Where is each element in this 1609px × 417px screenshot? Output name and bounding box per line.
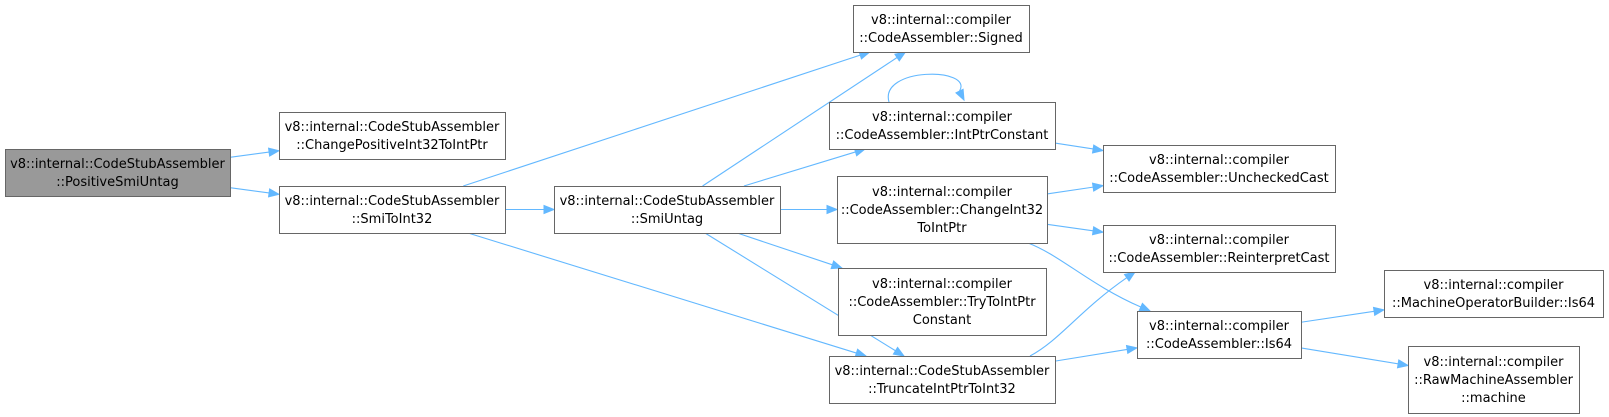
node-codeassembler-changeint32tointptr-label-line: ::CodeAssembler::ChangeInt32 bbox=[841, 203, 1043, 218]
edge-n2-to-n3 bbox=[463, 54, 861, 187]
edges-layer bbox=[229, 50, 1410, 369]
node-changepositiveint32tointptr-label-line: ::ChangePositiveInt32ToIntPtr bbox=[296, 138, 488, 153]
edge-n0-to-n2 bbox=[229, 187, 270, 194]
node-codeassembler-changeint32tointptr-label-line: ToIntPtr bbox=[916, 221, 967, 236]
edge-n5-to-n11 bbox=[1054, 348, 1128, 362]
node-rawmachineassembler-machine-label-line: v8::internal::compiler bbox=[1424, 355, 1565, 370]
node-changepositiveint32tointptr[interactable]: v8::internal::CodeStubAssembler::ChangeP… bbox=[279, 112, 506, 160]
node-rawmachineassembler-machine-box bbox=[1408, 346, 1580, 414]
node-codeassembler-is64-label-line: ::CodeAssembler::Is64 bbox=[1146, 337, 1292, 352]
edge-n11-to-n13-arrowhead bbox=[1396, 359, 1410, 369]
edge-n0-to-n2-arrowhead bbox=[267, 188, 281, 198]
node-smiuntag-label-line: v8::internal::CodeStubAssembler bbox=[560, 194, 775, 209]
node-smiuntag-box bbox=[554, 186, 781, 234]
edge-n6-to-n9-arrowhead bbox=[1091, 144, 1105, 154]
node-codeassembler-trytointptrconstant-box bbox=[838, 268, 1047, 336]
node-truncateintptrtoint32[interactable]: v8::internal::CodeStubAssembler::Truncat… bbox=[829, 356, 1056, 404]
node-codeassembler-uncheckedcast-label-line: ::CodeAssembler::UncheckedCast bbox=[1109, 171, 1328, 186]
node-codeassembler-changeint32tointptr[interactable]: v8::internal::compiler::CodeAssembler::C… bbox=[837, 176, 1048, 244]
edge-n6-to-n6 bbox=[887, 73, 962, 103]
edge-n6-to-n9 bbox=[1054, 142, 1094, 150]
edge-n4-to-n6 bbox=[743, 151, 856, 187]
node-codeassembler-signed-box bbox=[853, 5, 1030, 53]
edge-n0-to-n1-arrowhead bbox=[267, 147, 281, 157]
node-smitoint32-box bbox=[279, 186, 506, 234]
node-codeassembler-signed-label-line: v8::internal::compiler bbox=[871, 13, 1012, 28]
node-machineoperatorbuilder-is64-box bbox=[1384, 270, 1604, 318]
node-rawmachineassembler-machine-label-line: ::machine bbox=[1461, 391, 1526, 406]
node-positivesmiuntag[interactable]: v8::internal::CodeStubAssembler::Positiv… bbox=[5, 149, 231, 197]
node-codeassembler-reinterpretcast-label-line: v8::internal::compiler bbox=[1149, 233, 1290, 248]
node-codeassembler-intptrconstant[interactable]: v8::internal::compiler::CodeAssembler::I… bbox=[829, 102, 1056, 150]
node-positivesmiuntag-label-line: v8::internal::CodeStubAssembler bbox=[10, 157, 225, 172]
edge-n7-to-n9 bbox=[1046, 186, 1094, 195]
edge-n6-to-n6-arrowhead bbox=[955, 88, 965, 102]
node-codeassembler-is64-label-line: v8::internal::compiler bbox=[1149, 319, 1290, 334]
node-codeassembler-intptrconstant-label-line: ::CodeAssembler::IntPtrConstant bbox=[836, 128, 1049, 143]
edge-n7-to-n11-arrowhead bbox=[1138, 302, 1152, 312]
edge-n5-to-n10 bbox=[1029, 277, 1128, 357]
node-codeassembler-is64[interactable]: v8::internal::compiler::CodeAssembler::I… bbox=[1137, 311, 1302, 359]
node-codeassembler-signed[interactable]: v8::internal::compiler::CodeAssembler::S… bbox=[853, 5, 1030, 53]
node-codeassembler-signed-label-line: ::CodeAssembler::Signed bbox=[859, 31, 1022, 46]
edge-n11-to-n12-arrowhead bbox=[1372, 306, 1386, 317]
edge-n11-to-n12 bbox=[1300, 310, 1375, 323]
edge-n4-to-n3-arrowhead bbox=[894, 51, 907, 62]
node-rawmachineassembler-machine-label-line: ::RawMachineAssembler bbox=[1414, 373, 1573, 388]
node-codeassembler-uncheckedcast[interactable]: v8::internal::compiler::CodeAssembler::U… bbox=[1103, 145, 1336, 193]
edge-n2-to-n5 bbox=[467, 232, 857, 354]
node-smitoint32-label-line: ::SmiToInt32 bbox=[352, 212, 433, 227]
node-codeassembler-reinterpretcast-label-line: ::CodeAssembler::ReinterpretCast bbox=[1109, 251, 1330, 266]
nodes-layer: v8::internal::CodeStubAssembler::Positiv… bbox=[5, 5, 1604, 414]
node-codeassembler-changeint32tointptr-box bbox=[837, 176, 1048, 244]
edge-n4-to-n5-arrowhead bbox=[892, 346, 906, 357]
node-codeassembler-intptrconstant-label-line: v8::internal::compiler bbox=[872, 110, 1013, 125]
edge-n5-to-n11-arrowhead bbox=[1125, 344, 1139, 355]
edge-n7-to-n11 bbox=[1027, 242, 1142, 308]
node-smiuntag-label-line: ::SmiUntag bbox=[631, 212, 703, 227]
node-truncateintptrtoint32-label-line: ::TruncateIntPtrToInt32 bbox=[868, 382, 1016, 397]
edge-n4-to-n7-arrowhead bbox=[826, 204, 839, 215]
edge-n2-to-n5-arrowhead bbox=[854, 348, 868, 358]
node-changepositiveint32tointptr-box bbox=[279, 112, 506, 160]
node-positivesmiuntag-box bbox=[5, 149, 231, 197]
node-truncateintptrtoint32-box bbox=[829, 356, 1056, 404]
node-codeassembler-trytointptrconstant[interactable]: v8::internal::compiler::CodeAssembler::T… bbox=[838, 268, 1047, 336]
edge-n4-to-n8-arrowhead bbox=[830, 260, 844, 270]
node-codeassembler-trytointptrconstant-label-line: Constant bbox=[913, 313, 971, 328]
edge-n7-to-n10-arrowhead bbox=[1091, 226, 1105, 236]
node-codeassembler-trytointptrconstant-label-line: ::CodeAssembler::TryToIntPtr bbox=[848, 295, 1036, 310]
node-codeassembler-uncheckedcast-box bbox=[1103, 145, 1336, 193]
edge-n11-to-n13 bbox=[1300, 347, 1399, 365]
node-codeassembler-trytointptrconstant-label-line: v8::internal::compiler bbox=[872, 277, 1013, 292]
node-positivesmiuntag-label-line: ::PositiveSmiUntag bbox=[56, 175, 178, 190]
node-smitoint32[interactable]: v8::internal::CodeStubAssembler::SmiToIn… bbox=[279, 186, 506, 234]
node-codeassembler-reinterpretcast[interactable]: v8::internal::compiler::CodeAssembler::R… bbox=[1103, 225, 1336, 273]
edge-n7-to-n9-arrowhead bbox=[1091, 182, 1105, 192]
node-codeassembler-is64-box bbox=[1137, 311, 1302, 359]
node-truncateintptrtoint32-label-line: v8::internal::CodeStubAssembler bbox=[835, 364, 1050, 379]
edge-n4-to-n3 bbox=[702, 57, 898, 187]
node-smiuntag[interactable]: v8::internal::CodeStubAssembler::SmiUnta… bbox=[554, 186, 781, 234]
node-machineoperatorbuilder-is64[interactable]: v8::internal::compiler::MachineOperatorB… bbox=[1384, 270, 1604, 318]
edge-n7-to-n10 bbox=[1046, 223, 1094, 232]
edge-n2-to-n4-arrowhead bbox=[543, 204, 556, 215]
node-codeassembler-uncheckedcast-label-line: v8::internal::compiler bbox=[1149, 153, 1290, 168]
edge-n4-to-n8 bbox=[737, 232, 833, 266]
node-rawmachineassembler-machine[interactable]: v8::internal::compiler::RawMachineAssemb… bbox=[1408, 346, 1580, 414]
node-smitoint32-label-line: v8::internal::CodeStubAssembler bbox=[285, 194, 500, 209]
node-codeassembler-reinterpretcast-box bbox=[1103, 225, 1336, 273]
node-codeassembler-changeint32tointptr-label-line: v8::internal::compiler bbox=[872, 185, 1013, 200]
node-machineoperatorbuilder-is64-label-line: v8::internal::compiler bbox=[1424, 278, 1565, 293]
edge-n0-to-n1 bbox=[229, 151, 270, 158]
node-codeassembler-intptrconstant-box bbox=[829, 102, 1056, 150]
edge-n5-to-n10-arrowhead bbox=[1123, 271, 1137, 282]
node-changepositiveint32tointptr-label-line: v8::internal::CodeStubAssembler bbox=[285, 120, 500, 135]
node-machineoperatorbuilder-is64-label-line: ::MachineOperatorBuilder::Is64 bbox=[1392, 296, 1595, 311]
